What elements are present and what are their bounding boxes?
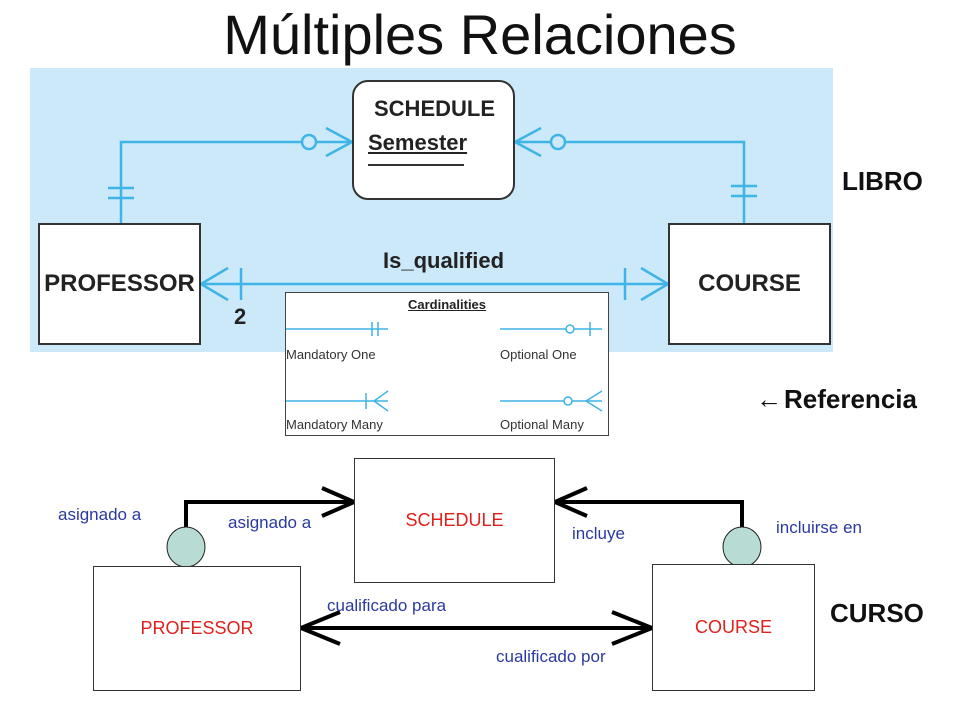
course-course-entity: COURSE <box>652 564 815 691</box>
course-schedule-entity: SCHEDULE <box>354 458 555 583</box>
book-professor-entity: PROFESSOR <box>38 223 201 345</box>
left-arrow-icon: ← <box>756 384 782 414</box>
legend-symbols <box>286 322 603 412</box>
book-professor-name: PROFESSOR <box>44 270 195 297</box>
libro-label: LIBRO <box>842 166 923 196</box>
book-course-name: COURSE <box>698 270 801 297</box>
role-cualificado-para: cualificado para <box>327 596 447 615</box>
legend-optional-many: Optional Many <box>500 417 584 432</box>
optional-circle <box>166 526 206 568</box>
legend-title: Cardinalities <box>407 297 487 312</box>
role-incluirse-en: incluirse en <box>776 518 862 537</box>
curso-label: CURSO <box>830 598 924 628</box>
book-schedule-entity: SCHEDULE Semester <box>352 80 515 200</box>
book-schedule-attr: Semester <box>368 130 468 155</box>
role-cualificado-por: cualificado por <box>496 647 606 666</box>
course-schedule-name: SCHEDULE <box>405 510 504 530</box>
referencia-label-group: ← Referencia <box>756 384 917 415</box>
course-professor-name: PROFESSOR <box>140 618 254 638</box>
role-asignado-a-right: asignado a <box>228 513 312 532</box>
optional-circle <box>722 526 762 568</box>
cardinalities-legend: Cardinalities Mandatory One Optional One… <box>285 292 609 436</box>
role-asignado-a-left: asignado a <box>58 505 142 524</box>
book-number-label: 2 <box>234 304 247 329</box>
book-schedule-divider <box>368 164 464 166</box>
legend-mandatory-many: Mandatory Many <box>286 417 383 432</box>
legend-optional-one: Optional One <box>500 347 577 362</box>
course-professor-entity: PROFESSOR <box>93 566 301 691</box>
legend-mandatory-one: Mandatory One <box>286 347 376 362</box>
role-incluye: incluye <box>572 524 625 543</box>
referencia-label: Referencia <box>784 384 917 414</box>
slide-title: Múltiples Relaciones <box>223 3 737 66</box>
book-relationship-label: Is_qualified <box>383 248 505 273</box>
book-schedule-name: SCHEDULE <box>374 96 496 121</box>
book-course-entity: COURSE <box>668 223 831 345</box>
course-course-name: COURSE <box>694 617 772 637</box>
